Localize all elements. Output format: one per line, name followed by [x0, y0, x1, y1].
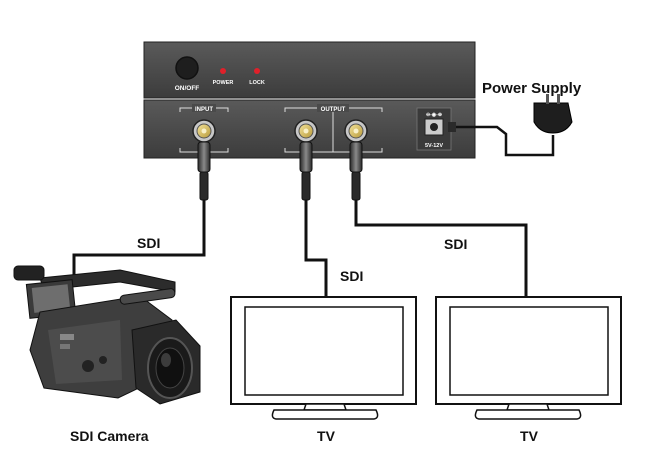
tv-1-label: TV [317, 428, 336, 444]
sdi-tv2-cable-label: SDI [444, 236, 467, 252]
dc-voltage-label: 5V-12V [425, 143, 443, 149]
on-off-label: ON/OFF [175, 85, 200, 92]
cable-output2-to-tv2 [354, 200, 528, 298]
cable-camera-to-input [72, 200, 206, 280]
power-led [220, 68, 226, 74]
sdi-tv1-cable-label: SDI [340, 268, 363, 284]
tv-1-icon [230, 296, 417, 420]
tv-2-icon [435, 296, 622, 420]
camera-label: SDI Camera [70, 428, 149, 444]
sdi-camera-cable-label: SDI [137, 235, 160, 251]
bnc-output-port-2 [344, 119, 368, 143]
power-switch [175, 56, 199, 80]
power-led-label: POWER [213, 80, 234, 86]
lock-led-label: LOCK [249, 80, 265, 86]
sdi-camera-icon [13, 265, 201, 405]
cable-output1-to-tv1 [304, 200, 328, 298]
bnc-plug-input [197, 141, 211, 201]
power-supply-label: Power Supply [482, 80, 582, 97]
device-top-panel: ON/OFF POWER LOCK [143, 41, 476, 99]
input-label: INPUT [195, 107, 213, 113]
cable-power-supply [451, 125, 555, 157]
bnc-plug-output-2 [349, 141, 363, 201]
tv-2-label: TV [520, 428, 539, 444]
output-label: OUTPUT [321, 107, 346, 113]
lock-led [254, 68, 260, 74]
dc-polarity-label: ⊖-◉-⊕ [426, 112, 442, 118]
bnc-output-port-1 [294, 119, 318, 143]
power-adapter-icon [533, 94, 573, 134]
bnc-plug-output-1 [299, 141, 313, 201]
bnc-input-port [192, 119, 216, 143]
